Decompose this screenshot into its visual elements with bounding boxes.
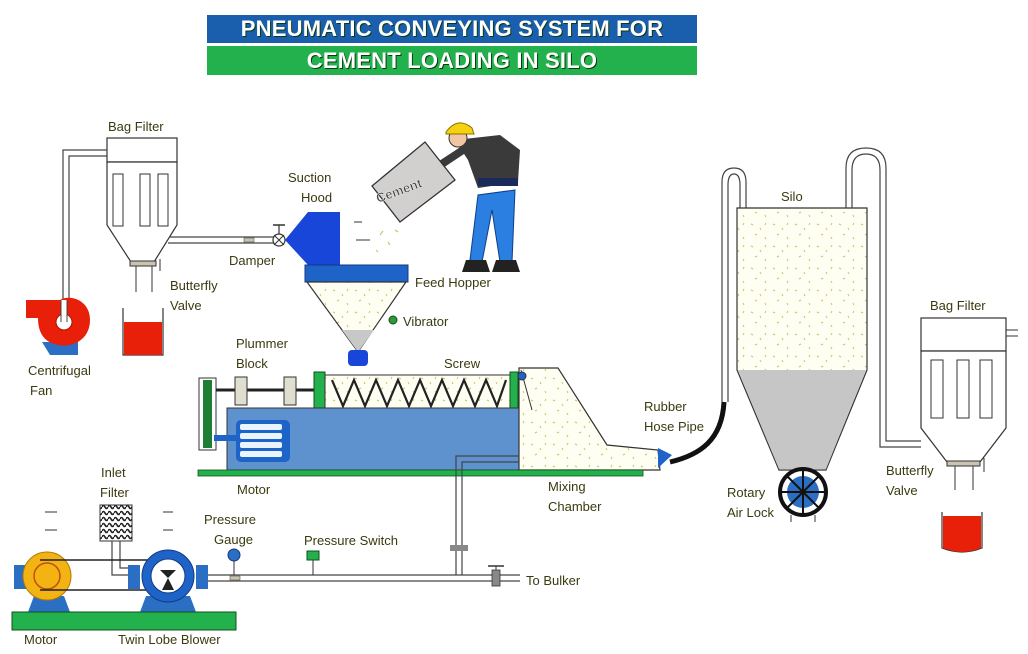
label-inlet-filter-2: Filter: [100, 485, 130, 500]
vibrator: [388, 315, 398, 325]
silo: [736, 207, 868, 471]
label-suction-hood-1: Suction: [288, 170, 331, 185]
label-silo: Silo: [781, 189, 803, 204]
label-pressure-gauge-1: Pressure: [204, 512, 256, 527]
label-rubber-hose-1: Rubber: [644, 399, 687, 414]
butterfly-valve-right: [946, 458, 985, 490]
plummer-block-2: [283, 376, 297, 406]
screw: [330, 377, 508, 410]
label-feed-hopper: Feed Hopper: [415, 275, 492, 290]
dust-bin-left: [122, 308, 164, 356]
label-butterfly-valve-left-2: Valve: [170, 298, 202, 313]
air-inflow-arrows: [45, 511, 173, 531]
label-suction-hood-2: Hood: [301, 190, 332, 205]
plummer-block-1: [234, 376, 248, 406]
label-motor-blower: Motor: [24, 632, 58, 647]
pressure-switch-icon: [306, 550, 320, 575]
label-screw: Screw: [444, 356, 481, 371]
label-butterfly-valve-right-1: Butterfly: [886, 463, 934, 478]
label-rotary-air-lock-2: Air Lock: [727, 505, 774, 520]
rubber-hose-pipe: [669, 167, 747, 465]
label-centrifugal-fan-1: Centrifugal: [28, 363, 91, 378]
blower-base-plate: [11, 611, 237, 631]
label-to-bulker: To Bulker: [526, 573, 581, 588]
motor-screw-drive: [214, 407, 520, 471]
label-plummer-block-2: Block: [236, 356, 268, 371]
suction-arrows: [354, 221, 399, 253]
label-motor-screw: Motor: [237, 482, 271, 497]
label-vibrator: Vibrator: [403, 314, 449, 329]
worker-icon: [430, 122, 520, 272]
damper-valve: [272, 224, 286, 247]
title-line-2: CEMENT LOADING IN SILO: [207, 46, 697, 75]
label-rubber-hose-2: Hose Pipe: [644, 419, 704, 434]
label-butterfly-valve-right-2: Valve: [886, 483, 918, 498]
cement-bag-icon: Cement: [371, 141, 456, 223]
fan-duct-pipe: [62, 149, 107, 320]
silo-vent-pipe: [845, 147, 921, 448]
label-bag-filter-left: Bag Filter: [108, 119, 164, 134]
label-twin-lobe-blower: Twin Lobe Blower: [118, 632, 221, 647]
centrifugal-fan: [26, 297, 90, 355]
blower-air-pipe: [200, 455, 520, 582]
butterfly-valve-left: [129, 259, 161, 292]
labels: Bag Filter Suction Hood Damper Butterfly…: [24, 119, 986, 647]
bag-filter-right: [920, 317, 1018, 463]
bulker-valve: [488, 565, 504, 587]
label-butterfly-valve-left-1: Butterfly: [170, 278, 218, 293]
suction-duct-pipe: [168, 236, 276, 244]
label-centrifugal-fan-2: Fan: [30, 383, 52, 398]
twin-lobe-blower-icon: [128, 549, 208, 612]
label-mixing-chamber-2: Chamber: [548, 499, 602, 514]
label-rotary-air-lock-1: Rotary: [727, 485, 766, 500]
pressure-gauge-icon: [227, 548, 241, 575]
label-mixing-chamber-1: Mixing: [548, 479, 586, 494]
label-damper: Damper: [229, 253, 276, 268]
suction-hood: [285, 212, 340, 265]
label-pressure-gauge-2: Gauge: [214, 532, 253, 547]
line-valve: [450, 545, 468, 551]
motor-blower-icon: [14, 551, 150, 612]
screw-base-plate: [197, 469, 644, 477]
rotary-air-lock-icon: [778, 467, 828, 522]
label-bag-filter-right: Bag Filter: [930, 298, 986, 313]
screw-conveyor-frame: [198, 371, 519, 451]
title-line-1: PNEUMATIC CONVEYING SYSTEM FOR: [207, 15, 697, 43]
dust-bin-right: [941, 512, 983, 553]
label-plummer-block-1: Plummer: [236, 336, 289, 351]
bag-filter-left: [106, 137, 178, 263]
inlet-filter-icon: [99, 504, 133, 576]
feed-hopper: [304, 264, 409, 366]
label-pressure-switch: Pressure Switch: [304, 533, 398, 548]
label-inlet-filter-1: Inlet: [101, 465, 126, 480]
